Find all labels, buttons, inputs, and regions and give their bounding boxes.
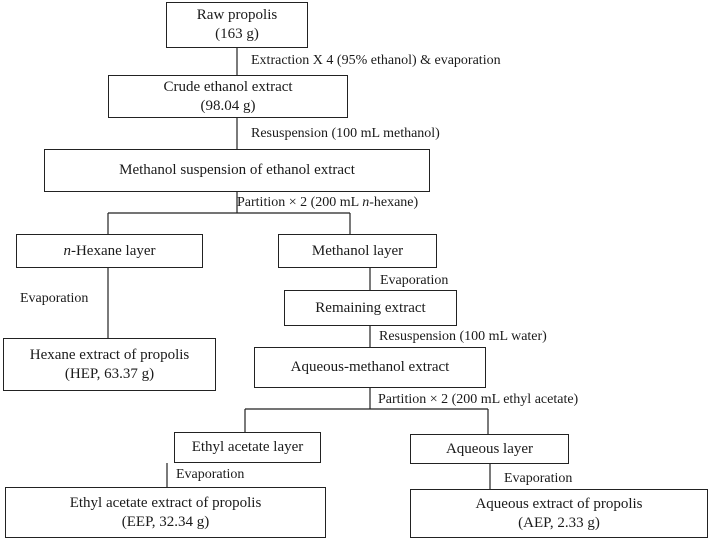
methanol-suspension-label: Methanol suspension of ethanol extract bbox=[119, 162, 355, 178]
evaporation-aqueous-label: Evaporation bbox=[504, 471, 573, 486]
aqueous-layer-label: Aqueous layer bbox=[445, 440, 534, 457]
eep-label: Ethyl acetate extract of propolis bbox=[69, 494, 262, 511]
partition-hexane-post: -hexane) bbox=[369, 195, 419, 210]
evaporation-hexane-label: Evaporation bbox=[20, 291, 89, 306]
eep-mass: (EEP, 32.34 g) bbox=[121, 513, 210, 530]
methanol-suspension-box: Methanol suspension of ethanol extract bbox=[44, 149, 430, 192]
ethyl-acetate-layer-label: Ethyl acetate layer bbox=[191, 439, 304, 455]
remaining-extract-box: Remaining extract bbox=[284, 290, 457, 326]
resuspension-methanol-label: Resuspension (100 mL methanol) bbox=[251, 126, 440, 141]
hexane-layer-rest: -Hexane layer bbox=[70, 242, 156, 259]
partition-hexane-label: Partition × 2 (200 mL n-hexane) bbox=[237, 194, 418, 212]
partition-hexane-pre: Partition × 2 (200 mL bbox=[237, 195, 363, 210]
eep-box: Ethyl acetate extract of propolis (EEP, … bbox=[5, 487, 326, 538]
remaining-extract-label: Remaining extract bbox=[315, 299, 426, 316]
crude-extract-label: Crude ethanol extract bbox=[163, 78, 293, 95]
crude-extract-mass: (98.04 g) bbox=[200, 97, 256, 114]
evaporation-ethyl-label: Evaporation bbox=[176, 467, 245, 482]
raw-propolis-mass: (163 g) bbox=[215, 26, 259, 42]
evaporation-methanol-label: Evaporation bbox=[380, 273, 449, 288]
hep-mass: (HEP, 63.37 g) bbox=[64, 365, 155, 382]
partition-hexane-n: n bbox=[362, 195, 370, 210]
aep-mass: (AEP, 2.33 g) bbox=[518, 514, 600, 531]
resuspension-water-label: Resuspension (100 mL water) bbox=[379, 329, 547, 344]
aep-box: Aqueous extract of propolis (AEP, 2.33 g… bbox=[410, 489, 708, 538]
extraction-step-label: Extraction X 4 (95% ethanol) & evaporati… bbox=[251, 53, 501, 68]
crude-extract-box: Crude ethanol extract (98.04 g) bbox=[108, 75, 348, 118]
ethyl-acetate-layer-box: Ethyl acetate layer bbox=[174, 432, 321, 463]
raw-propolis-box: Raw propolis (163 g) bbox=[166, 2, 308, 48]
hexane-layer-label: n-Hexane layer bbox=[63, 242, 155, 261]
aqueous-methanol-box: Aqueous-methanol extract bbox=[254, 347, 486, 388]
hep-box: Hexane extract of propolis (HEP, 63.37 g… bbox=[3, 338, 216, 391]
hep-label: Hexane extract of propolis bbox=[29, 346, 190, 363]
partition-ethyl-label: Partition × 2 (200 mL ethyl acetate) bbox=[378, 392, 579, 407]
raw-propolis-label: Raw propolis bbox=[196, 7, 278, 23]
aqueous-layer-box: Aqueous layer bbox=[410, 434, 569, 464]
aqueous-methanol-label: Aqueous-methanol extract bbox=[290, 359, 450, 375]
methanol-layer-label: Methanol layer bbox=[311, 242, 404, 259]
hexane-layer-box: n-Hexane layer bbox=[16, 234, 203, 268]
aep-label: Aqueous extract of propolis bbox=[475, 495, 643, 512]
hexane-layer-n: n bbox=[63, 242, 71, 259]
methanol-layer-box: Methanol layer bbox=[278, 234, 437, 268]
